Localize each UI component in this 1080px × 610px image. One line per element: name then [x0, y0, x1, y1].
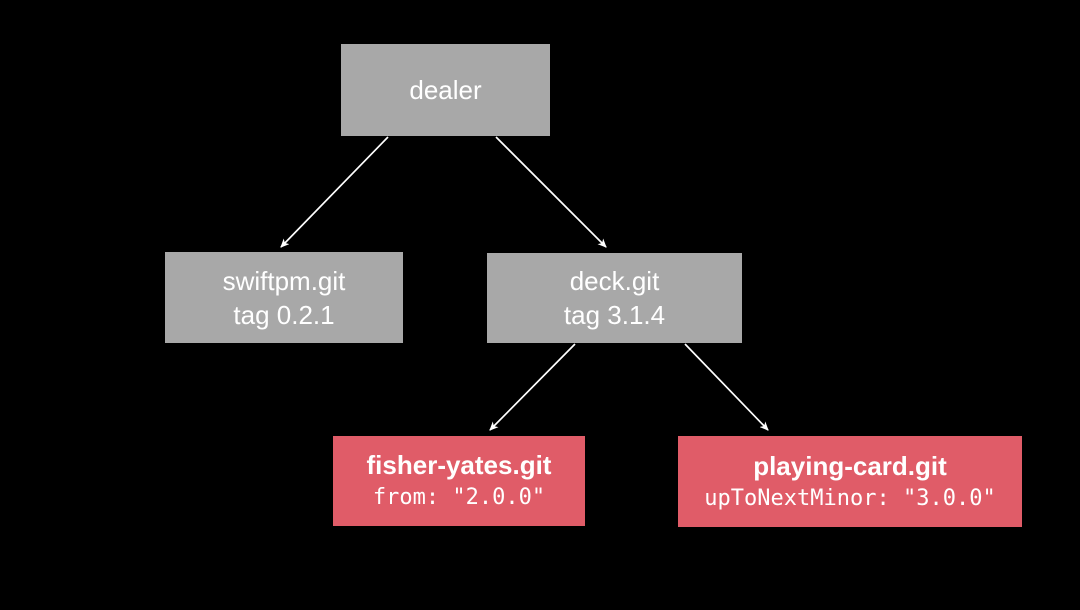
- node-swiftpm-version: tag 0.2.1: [233, 299, 335, 330]
- node-deck-version: tag 3.1.4: [563, 300, 666, 330]
- node-playing-card: playing-card.git upToNextMinor: "3.0.0": [678, 436, 1022, 527]
- node-playing-card-requirement: upToNextMinor: "3.0.0": [704, 485, 996, 511]
- node-fisher-yates-name: fisher-yates.git: [366, 450, 552, 480]
- edge-deck-playing-card: [684, 343, 769, 431]
- node-swiftpm: swiftpm.git tag 0.2.1: [165, 252, 403, 343]
- node-deck: deck.git tag 3.1.4: [487, 253, 742, 343]
- node-dealer-label: dealer: [409, 75, 482, 105]
- edge-dealer-deck: [495, 136, 607, 248]
- node-dealer: dealer: [341, 44, 550, 136]
- node-swiftpm-name: swiftpm.git: [222, 265, 346, 296]
- edge-deck-fisher-yates: [489, 343, 576, 431]
- edge-dealer-swiftpm: [280, 136, 389, 248]
- node-fisher-yates: fisher-yates.git from: "2.0.0": [333, 436, 585, 526]
- node-fisher-yates-requirement: from: "2.0.0": [372, 485, 546, 510]
- node-deck-name: deck.git: [569, 266, 660, 296]
- node-playing-card-name: playing-card.git: [753, 450, 947, 481]
